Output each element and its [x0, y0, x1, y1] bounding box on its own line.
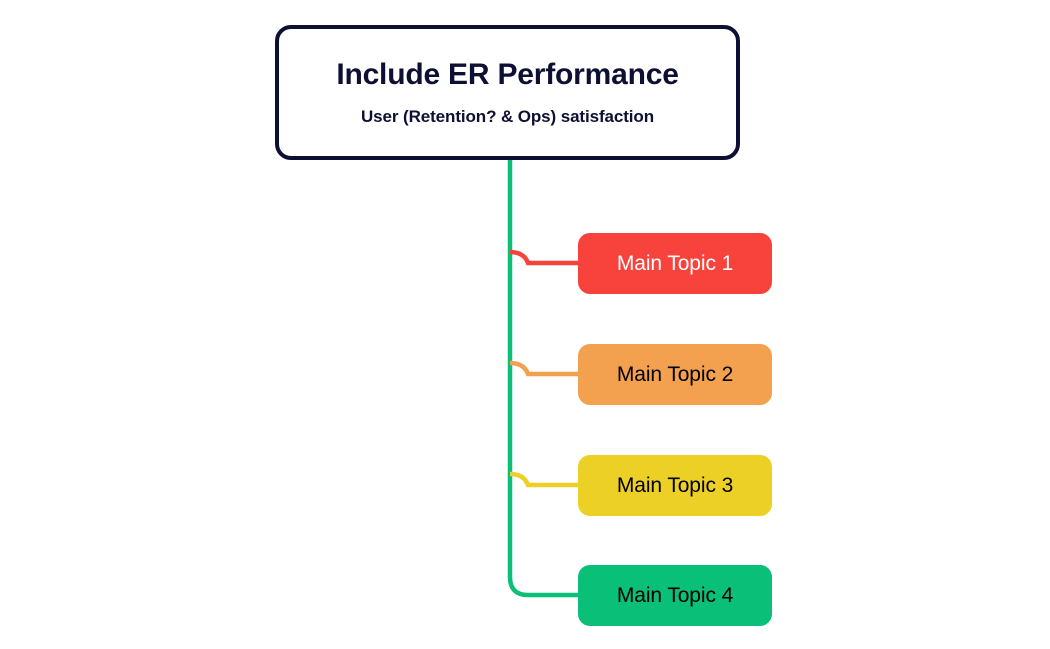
- topic-node-2[interactable]: Main Topic 2: [578, 344, 772, 405]
- topic-node-3[interactable]: Main Topic 3: [578, 455, 772, 516]
- branch-connector-1: [509, 249, 578, 266]
- topic-node-4[interactable]: Main Topic 4: [578, 565, 772, 626]
- topic-node-2-label: Main Topic 2: [616, 362, 734, 386]
- root-node-title: Include ER Performance: [336, 58, 679, 92]
- topic-node-4-label: Main Topic 4: [616, 583, 734, 607]
- topic-node-3-label: Main Topic 3: [616, 473, 734, 497]
- root-node[interactable]: Include ER Performance User (Retention? …: [275, 25, 740, 160]
- root-node-subtitle: User (Retention? & Ops) satisfaction: [361, 106, 654, 126]
- branch-connector-3: [509, 471, 578, 488]
- topic-node-1-label: Main Topic 1: [616, 251, 734, 275]
- topic-node-1[interactable]: Main Topic 1: [578, 233, 772, 294]
- trunk-connector: [507, 160, 578, 598]
- branch-connector-2: [509, 360, 578, 377]
